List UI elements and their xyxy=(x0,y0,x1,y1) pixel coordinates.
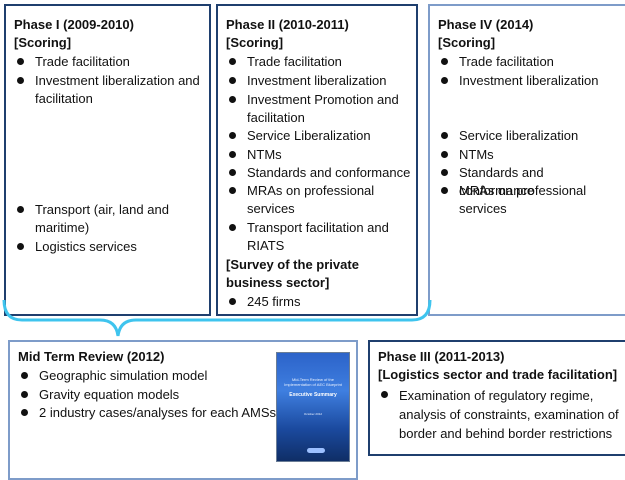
midterm-title: Mid Term Review (2012) xyxy=(18,349,165,364)
phase1-item: Trade facilitation xyxy=(14,53,203,71)
phase2-item: Service Liberalization xyxy=(226,127,412,145)
phase4-subtitle: [Scoring] xyxy=(438,35,496,50)
report-cover-subtitle: Executive Summary xyxy=(289,392,337,398)
phase2-item: Standards and conformance xyxy=(226,164,412,182)
phase2-item: Investment liberalization xyxy=(226,72,412,90)
phase2-title: Phase II (2010-2011) xyxy=(226,17,349,32)
phase1-title: Phase I (2009-2010) xyxy=(14,17,134,32)
phase2-item: Transport facilitation and RIATS xyxy=(226,219,412,255)
report-cover-date: October 2012 xyxy=(303,412,323,416)
phase2-survey-item: 245 firms xyxy=(226,293,412,311)
report-cover-title: Mid-Term Review of the Implementation of… xyxy=(284,377,342,387)
phase4-item: Trade facilitation xyxy=(438,53,622,71)
midterm-item: Geographic simulation model xyxy=(18,367,274,385)
phase3-subtitle: [Logistics sector and trade facilitation… xyxy=(378,367,618,382)
midterm-item: Gravity equation models xyxy=(18,386,274,404)
phase4-item: MRAs on professional services xyxy=(438,182,622,218)
phase2-box: Phase II (2010-2011) [Scoring] Trade fac… xyxy=(216,4,418,316)
phase4-title: Phase IV (2014) xyxy=(438,17,534,32)
report-cover-logo xyxy=(307,448,325,453)
phase4-item: Standards and conformance xyxy=(438,164,622,200)
phase1-box: Phase I (2009-2010) [Scoring] Trade faci… xyxy=(4,4,211,316)
phase3-box: Phase III (2011-2013) [Logistics sector … xyxy=(368,340,625,456)
phase1-item: Investment liberalization and facilitati… xyxy=(14,72,203,108)
phase1-item: Transport (air, land and maritime) xyxy=(14,201,203,237)
phase2-subtitle: [Scoring] xyxy=(226,35,284,50)
phase3-title: Phase III (2011-2013) xyxy=(378,349,505,364)
phase3-item: Examination of regulatory regime, analys… xyxy=(378,386,619,443)
phase4-box: Phase IV (2014) [Scoring] Trade facilita… xyxy=(428,4,625,316)
phase4-item: Investment liberalization xyxy=(438,72,622,90)
phase2-item: Investment Promotion and facilitation xyxy=(226,91,412,127)
midterm-box: Mid Term Review (2012) Geographic simula… xyxy=(8,340,358,480)
phase2-item: Trade facilitation xyxy=(226,53,412,71)
midterm-item: 2 industry cases/analyses for each AMSs xyxy=(18,404,276,422)
phase4-item: Service liberalization xyxy=(438,127,622,145)
phase1-subtitle: [Scoring] xyxy=(14,35,72,50)
phase1-item: Logistics services xyxy=(14,238,203,256)
phase2-item: NTMs xyxy=(226,146,412,164)
phase2-survey-heading: [Survey of the private business sector] xyxy=(226,257,359,290)
phase4-item: NTMs xyxy=(438,146,622,164)
report-cover-image: Mid-Term Review of the Implementation of… xyxy=(276,352,350,462)
phase2-item: MRAs on professional services xyxy=(226,182,412,218)
